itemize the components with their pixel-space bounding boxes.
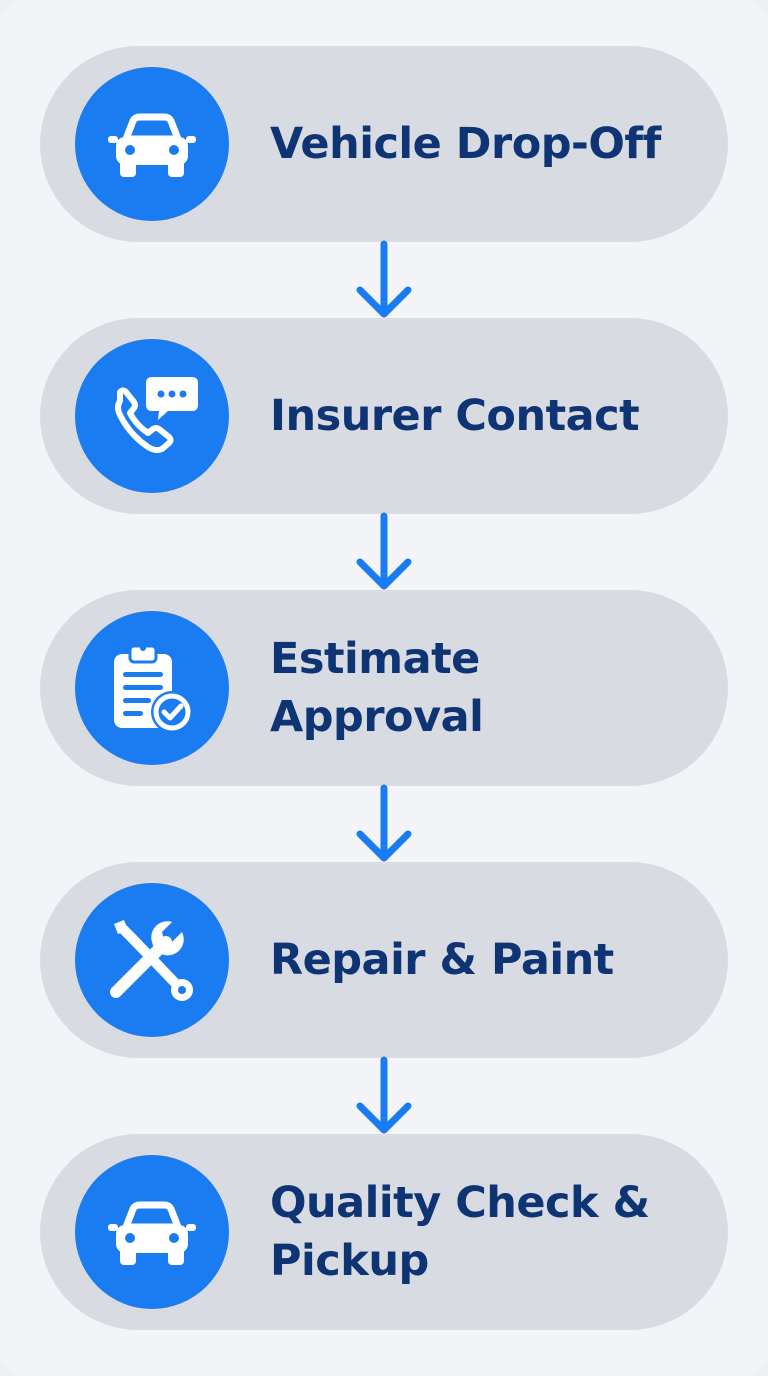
clipboard-check-icon — [75, 611, 229, 765]
step-label: Estimate Approval — [270, 634, 484, 742]
step-repair-paint: Repair & Paint — [40, 862, 728, 1058]
down-arrow-icon — [356, 784, 412, 862]
step-label: Insurer Contact — [270, 391, 640, 441]
step-insurer-contact: Insurer Contact — [40, 318, 728, 514]
phone-chat-icon — [75, 339, 229, 493]
step-label: Repair & Paint — [270, 935, 614, 985]
step-vehicle-drop-off: Vehicle Drop-Off — [40, 46, 728, 242]
down-arrow-icon — [356, 240, 412, 318]
down-arrow-icon — [356, 512, 412, 590]
down-arrow-icon — [356, 1056, 412, 1134]
step-label: Quality Check & Pickup — [270, 1178, 650, 1286]
step-estimate-approval: Estimate Approval — [40, 590, 728, 786]
step-label: Vehicle Drop-Off — [270, 119, 661, 169]
car-icon — [75, 1155, 229, 1309]
wrench-screwdriver-icon — [75, 883, 229, 1037]
car-icon — [75, 67, 229, 221]
step-quality-check-pickup: Quality Check & Pickup — [40, 1134, 728, 1330]
